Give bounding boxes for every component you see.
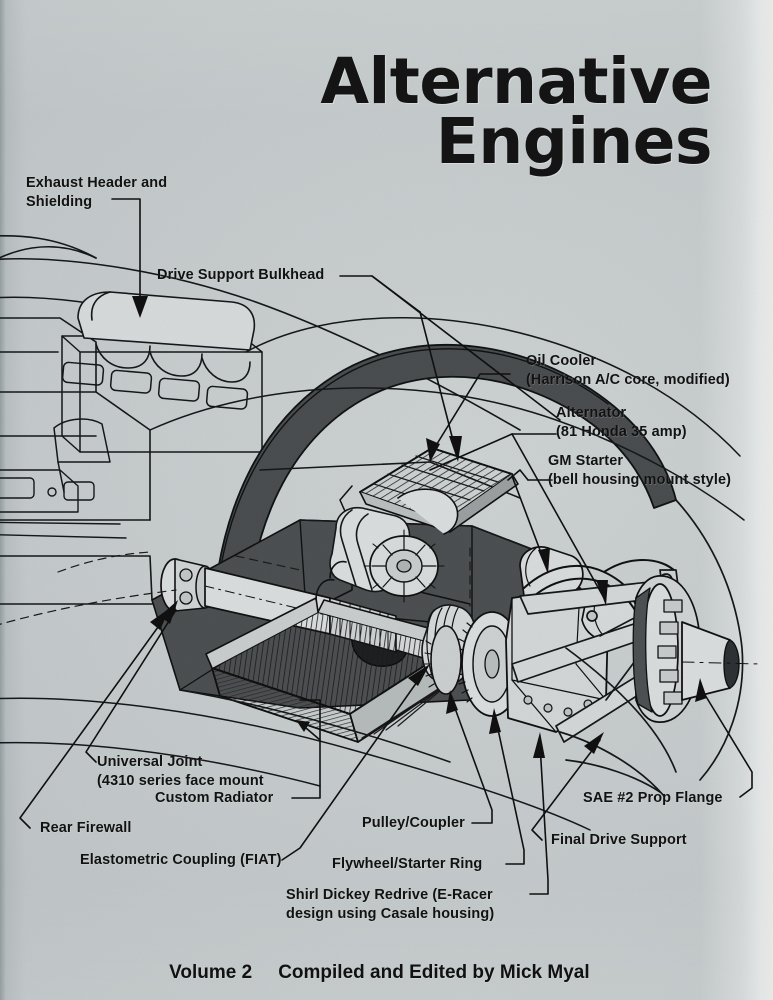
callout-final-drive-support: Final Drive Support [551,832,687,848]
page-title: Alternative Engines [0,45,713,178]
title-line-2: Engines [435,104,713,178]
callout-alternator: Alternator (81 Honda 35 amp) [556,405,687,440]
callout-drive-support-bulkhead: Drive Support Bulkhead [157,267,325,283]
callout-elastometric-coupling: Elastometric Coupling (FIAT) [80,852,282,868]
callout-oil-cooler: Oil Cooler (Harrison A/C core, modified) [526,353,730,388]
title-line-1: Alternative [320,45,712,118]
callout-flywheel-starter-ring: Flywheel/Starter Ring [332,856,483,872]
volume-label: Volume 2 [169,962,253,983]
credit-label: Compiled and Edited by Mick Myal [278,962,590,983]
callout-sae-prop-flange: SAE #2 Prop Flange [583,790,723,806]
callout-gm-starter: GM Starter (bell housing mount style) [548,453,732,488]
callout-exhaust-header: Exhaust Header and Shielding [26,175,168,210]
callout-shirl-dickey-redrive: Shirl Dickey Redrive (E-Racer design usi… [286,887,495,922]
callout-universal-joint: Universal Joint (4310 series face mount [97,754,264,789]
callout-pulley-coupler: Pulley/Coupler [362,815,465,831]
cover-footer: Volume 2 Compiled and Edited by Mick Myal [148,940,590,1000]
callout-rear-firewall: Rear Firewall [40,820,132,836]
callout-custom-radiator: Custom Radiator [155,790,274,806]
